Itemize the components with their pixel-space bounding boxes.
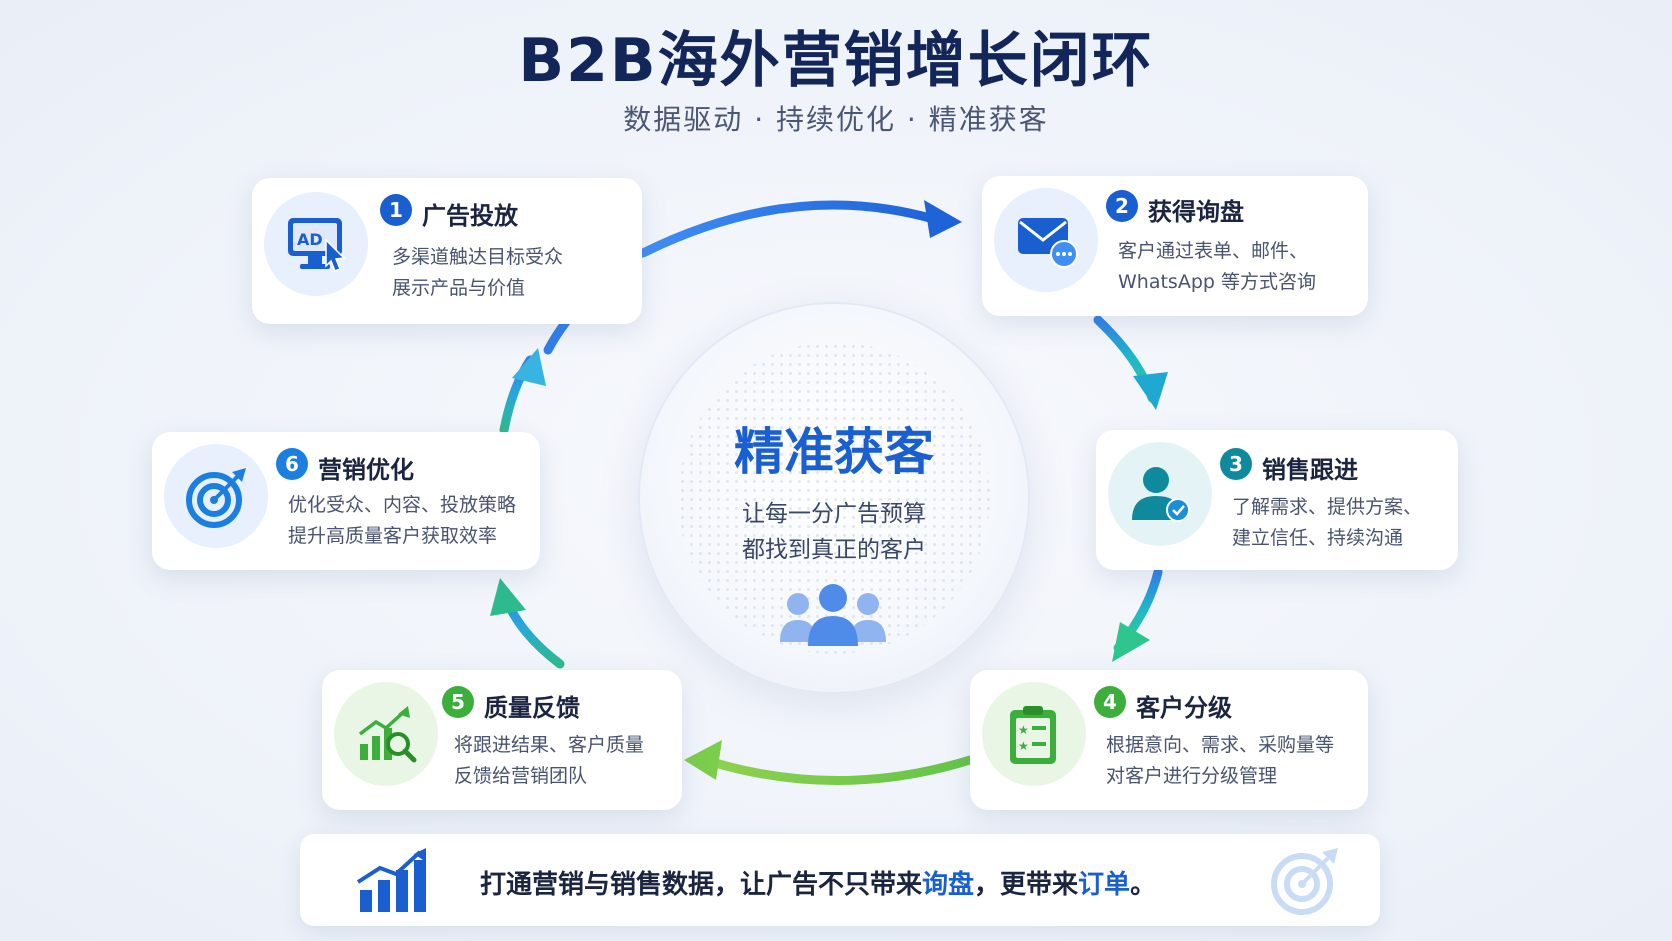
target-icon <box>1271 848 1338 915</box>
step-card-2[interactable]: 2 获得询盘 客户通过表单、邮件、 WhatsApp 等方式咨询 <box>982 176 1368 316</box>
step-title: 广告投放 <box>422 202 518 230</box>
step-desc-2: 建立信任、持续沟通 <box>1232 527 1404 549</box>
step-title: 客户分级 <box>1136 694 1232 722</box>
arrow-top <box>638 200 935 258</box>
center-line-2: 都找到真正的客户 <box>742 537 926 563</box>
banner-text: 打通营销与销售数据，让广告不只带来询盘，更带来订单。 <box>480 864 1156 901</box>
step-desc-2: 展示产品与价值 <box>392 277 526 299</box>
svg-text:★: ★ <box>1018 723 1029 737</box>
step-number-badge: 6 <box>276 448 308 480</box>
step-title: 销售跟进 <box>1262 456 1358 484</box>
bottom-banner: 打通营销与销售数据，让广告不只带来询盘，更带来订单。 <box>300 834 1380 926</box>
step-card-5[interactable]: 5 质量反馈 将跟进结果、客户质量 反馈给营销团队 <box>322 670 682 810</box>
arrowhead-bottom <box>684 740 722 780</box>
arrow-bottom <box>707 755 975 785</box>
step-number-badge: 5 <box>442 686 474 718</box>
step-card-6[interactable]: 6 营销优化 优化受众、内容、投放策略 提升高质量客户获取效率 <box>152 432 540 570</box>
page-title: B2B海外营销增长闭环 <box>518 26 1154 96</box>
center-title: 精准获客 <box>734 423 934 481</box>
step-desc-1: 了解需求、提供方案、 <box>1232 496 1423 518</box>
arrow-left-top <box>543 317 571 355</box>
step-desc-1: 优化受众、内容、投放策略 <box>288 494 517 516</box>
step-card-4[interactable]: ★ ★ 4 客户分级 根据意向、需求、采购量等 对客户进行分级管理 <box>970 670 1368 810</box>
step-title: 营销优化 <box>318 456 414 484</box>
step-number-badge: 4 <box>1094 686 1126 718</box>
target-arrow-icon <box>186 468 246 528</box>
step-title: 质量反馈 <box>484 694 580 722</box>
banner-part-3: 。 <box>1130 870 1157 900</box>
mail-chat-icon <box>1018 218 1078 268</box>
user-check-icon <box>1132 467 1190 522</box>
step-number-badge: 2 <box>1106 190 1138 222</box>
step-card-3[interactable]: 3 销售跟进 了解需求、提供方案、 建立信任、持续沟通 <box>1096 430 1458 570</box>
step-number-badge: 1 <box>380 194 412 226</box>
step-desc-1: 客户通过表单、邮件、 <box>1118 240 1309 262</box>
step-number-badge: 3 <box>1220 448 1252 480</box>
step-desc-2: 提升高质量客户获取效率 <box>288 525 498 547</box>
clipboard-rating-icon: ★ ★ <box>1010 706 1056 764</box>
banner-highlight-order: 订单 <box>1078 870 1131 900</box>
ad-monitor-icon: AD <box>288 218 346 272</box>
svg-text:★: ★ <box>1018 739 1029 753</box>
step-desc-2: WhatsApp 等方式咨询 <box>1118 271 1316 293</box>
arrowhead-right-upper <box>1133 372 1168 410</box>
arrowhead-right-lower <box>1112 622 1150 662</box>
banner-part-2: ，更带来 <box>974 870 1079 900</box>
growth-chart-icon <box>356 848 426 912</box>
arrowhead-left-upper <box>512 348 546 386</box>
step-desc-2: 对客户进行分级管理 <box>1106 765 1278 787</box>
people-group-icon <box>780 584 886 646</box>
arrowhead-left-lower <box>490 578 526 616</box>
banner-highlight-inquiry: 询盘 <box>922 870 975 900</box>
page-subtitle: 数据驱动 · 持续优化 · 精准获客 <box>623 103 1049 136</box>
banner-part-1: 打通营销与销售数据，让广告不只带来 <box>480 870 923 900</box>
svg-text:AD: AD <box>297 230 323 249</box>
step-desc-1: 根据意向、需求、采购量等 <box>1106 734 1335 756</box>
step-card-1[interactable]: AD 1 广告投放 多渠道触达目标受众 展示产品与价值 <box>252 178 642 324</box>
step-desc-1: 将跟进结果、客户质量 <box>454 734 645 756</box>
step-desc-2: 反馈给营销团队 <box>454 765 588 787</box>
step-desc-1: 多渠道触达目标受众 <box>392 246 564 268</box>
chart-magnifier-icon <box>358 706 417 763</box>
center-line-1: 让每一分广告预算 <box>742 501 926 527</box>
arrowhead-top <box>924 200 962 238</box>
step-title: 获得询盘 <box>1148 198 1244 226</box>
